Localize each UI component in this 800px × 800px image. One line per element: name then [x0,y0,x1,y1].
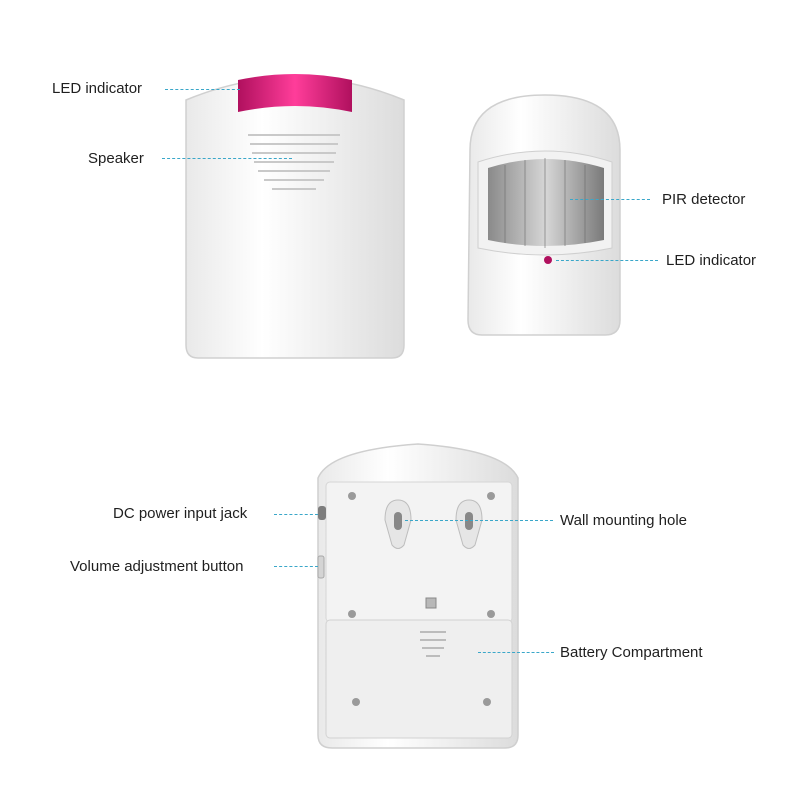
label-sensor-led: LED indicator [666,252,757,269]
label-pir-detector: PIR detector [662,191,746,208]
battery-cover [325,619,513,739]
volume-button [317,555,325,579]
pir-sensor-unit [467,94,621,336]
leader-sensor-led [556,260,658,261]
leader-pir-detector [570,199,650,200]
battery-latch [420,631,446,657]
pir-lens [488,159,604,246]
receiver-back-unit [317,443,519,749]
label-dc-power: DC power input jack [113,505,248,522]
leader-speaker [162,158,292,159]
leader-dc-power [274,514,318,515]
leader-battery [478,652,554,653]
sensor-led-dot [544,256,552,264]
receiver-led-window [238,74,352,112]
label-volume-button: Volume adjustment button [70,558,244,575]
label-receiver-led: LED indicator [52,80,143,97]
leader-receiver-led [165,89,240,90]
speaker-grille [248,134,340,190]
dc-jack [318,506,326,520]
leader-wall-mount [405,520,553,521]
receiver-unit [185,74,405,359]
label-wall-mount: Wall mounting hole [560,512,688,529]
label-speaker: Speaker [88,150,144,167]
leader-volume [274,566,318,567]
label-battery: Battery Compartment [560,644,703,661]
